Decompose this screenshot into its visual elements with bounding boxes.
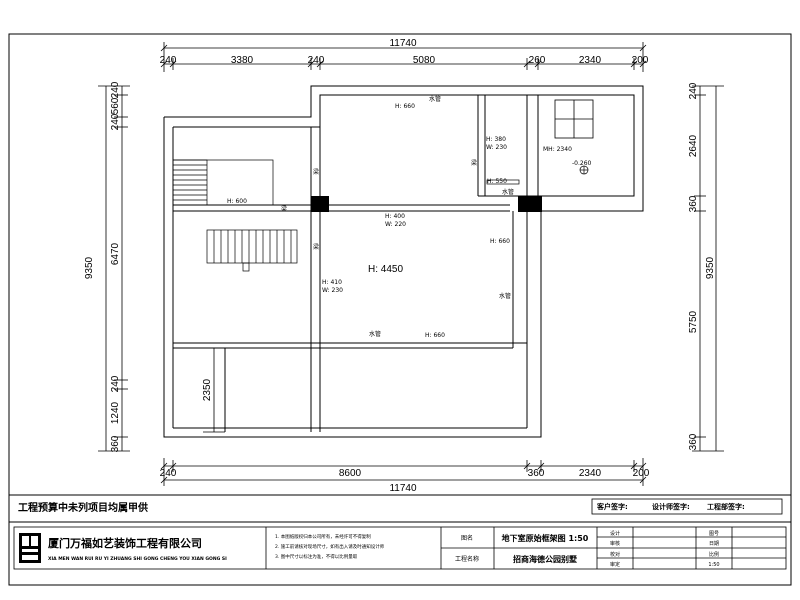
tb-right-label-2: 审核 bbox=[610, 540, 620, 547]
label-drawing-name: 图名 bbox=[461, 534, 473, 542]
company-logo-icon bbox=[19, 533, 41, 563]
label-water-1: 水管 bbox=[429, 95, 441, 103]
left-dim-2: 560 bbox=[110, 97, 121, 114]
beam-3-w: W: 230 bbox=[322, 287, 343, 294]
bottom-dim-1: 240 bbox=[160, 468, 177, 479]
bottom-dimensions bbox=[160, 458, 647, 486]
top-dim-6: 2340 bbox=[579, 55, 602, 66]
drawing-border bbox=[8, 33, 792, 586]
project-name: 招商海德公园别墅 bbox=[513, 554, 577, 564]
left-total-dim: 9350 bbox=[84, 256, 95, 279]
title-note-1: 1. 本图纸版权归本公司所有，未经许可不得复制 bbox=[275, 533, 371, 540]
label-beam-3: H: 410 W: 230 bbox=[322, 279, 344, 294]
column-1 bbox=[311, 196, 329, 212]
label-h660-bottom: H: 660 bbox=[425, 332, 445, 339]
left-dim-5: 240 bbox=[110, 375, 121, 392]
tb-right-value-3: 比例 bbox=[709, 551, 719, 558]
supervisor-signature-label: 工程部签字: bbox=[707, 502, 745, 511]
beam-1-h: H: 400 bbox=[385, 213, 405, 220]
fixture-box bbox=[554, 99, 594, 139]
left-inner-dim: 2350 bbox=[202, 378, 213, 401]
stairs-lower bbox=[206, 229, 298, 272]
top-dim-7: 200 bbox=[632, 55, 649, 66]
walls bbox=[163, 85, 644, 438]
beam-1-w: W: 220 bbox=[385, 221, 406, 228]
label-beam-1: H: 400 W: 220 bbox=[385, 213, 407, 228]
tb-right-value-2: 日期 bbox=[709, 541, 719, 547]
label-beam-b: 梁 bbox=[313, 168, 319, 176]
top-dimensions bbox=[160, 42, 647, 72]
label-h600: H: 600 bbox=[227, 198, 247, 205]
tb-right-label-3: 校对 bbox=[610, 551, 620, 558]
label-h550: H: 550 bbox=[487, 178, 507, 185]
label-beam-a: 梁 bbox=[471, 159, 477, 167]
label-level: -0.260 bbox=[572, 160, 592, 167]
company-name-cn: 厦门万福如艺装饰工程有限公司 bbox=[48, 536, 202, 550]
stairs-upper bbox=[172, 159, 274, 206]
label-h660-top: H: 660 bbox=[395, 103, 415, 110]
left-dimensions bbox=[98, 85, 225, 452]
left-dim-3: 240 bbox=[110, 113, 121, 130]
bottom-dim-4: 2340 bbox=[579, 468, 602, 479]
tb-right-label-4: 审定 bbox=[610, 561, 620, 568]
level-marker-icon bbox=[579, 165, 589, 175]
right-dimensions bbox=[692, 85, 724, 452]
beam-2-w: W: 230 bbox=[486, 144, 507, 151]
left-dim-1: 240 bbox=[110, 81, 121, 98]
title-note-3: 3. 图中尺寸以标注为准，不得以比例量取 bbox=[275, 553, 358, 560]
drawing-title: 地下室原始框架图 1:50 bbox=[502, 533, 589, 543]
label-water-2: 水管 bbox=[502, 188, 514, 196]
label-beam-c: 梁 bbox=[281, 205, 287, 213]
tb-right-value-1: 图号 bbox=[709, 531, 719, 537]
top-dim-1: 240 bbox=[160, 55, 177, 66]
label-water-3: 水管 bbox=[499, 292, 511, 300]
top-dim-4: 5080 bbox=[413, 55, 436, 66]
right-dim-1: 240 bbox=[688, 82, 699, 99]
right-total-dim: 9350 bbox=[705, 256, 716, 279]
label-mh: MH: 2340 bbox=[543, 146, 572, 153]
label-beam-d: 梁 bbox=[313, 243, 319, 251]
designer-signature-label: 设计师签字: bbox=[652, 502, 690, 511]
label-h660-right: H: 660 bbox=[490, 238, 510, 245]
main-room-height: H: 4450 bbox=[368, 264, 403, 275]
right-dim-3: 360 bbox=[688, 195, 699, 212]
bottom-dim-3: 360 bbox=[528, 468, 545, 479]
label-project-name: 工程名称 bbox=[455, 555, 479, 563]
client-signature-label: 客户签字: bbox=[596, 502, 628, 511]
label-water-4: 水管 bbox=[369, 330, 381, 338]
left-dim-7: 360 bbox=[110, 435, 121, 452]
tb-right-label-1: 设计 bbox=[610, 530, 620, 537]
top-dim-2: 3380 bbox=[231, 55, 254, 66]
title-block-grid bbox=[13, 526, 787, 570]
beam-3-h: H: 410 bbox=[322, 279, 342, 286]
beam-segment bbox=[486, 179, 520, 185]
top-total-dim: 11740 bbox=[389, 38, 417, 49]
right-dim-4: 5750 bbox=[688, 310, 699, 333]
right-dim-2: 2640 bbox=[688, 134, 699, 157]
column-2 bbox=[518, 196, 542, 212]
top-dim-3: 240 bbox=[308, 55, 325, 66]
budget-notice: 工程预算中未列项目均属甲供 bbox=[18, 501, 148, 514]
signature-box bbox=[591, 498, 783, 515]
title-note-2: 2. 施工前请核对现场尺寸，如有出入请及时通知设计师 bbox=[275, 543, 385, 550]
left-dim-4: 6470 bbox=[110, 242, 121, 265]
top-dim-5: 260 bbox=[529, 55, 546, 66]
right-dim-5: 360 bbox=[688, 433, 699, 450]
tb-right-value-4: 1:50 bbox=[708, 562, 719, 568]
bottom-total-dim: 11740 bbox=[389, 483, 417, 494]
bottom-dim-2: 8600 bbox=[339, 468, 362, 479]
left-dim-6: 1240 bbox=[110, 401, 121, 424]
label-beam-2: H: 380 W: 230 bbox=[486, 136, 508, 151]
beam-2-h: H: 380 bbox=[486, 136, 506, 143]
company-name-en: XIA MEN WAN RUI RU YI ZHUANG SHI GONG CH… bbox=[48, 556, 227, 562]
bottom-dim-5: 200 bbox=[633, 468, 650, 479]
